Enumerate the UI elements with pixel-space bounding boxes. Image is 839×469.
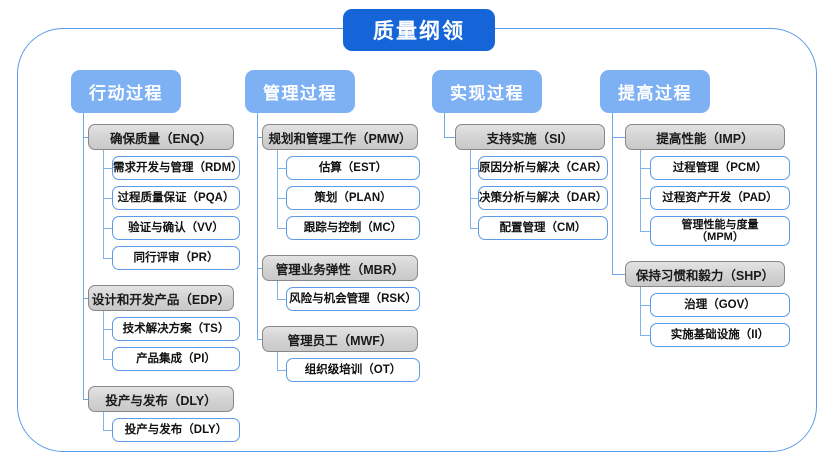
leaf-box-4-1-3[interactable]: 管理性能与度量（MPM）: [650, 216, 790, 246]
connector-column-spine-3: [444, 113, 445, 137]
connector-subspine-to-leaf: [103, 228, 112, 229]
connector-subspine-to-leaf: [640, 231, 650, 232]
connector-spine-to-group: [257, 268, 262, 269]
column-header-3[interactable]: 实现过程: [432, 70, 542, 113]
leaf-box-3-1-3[interactable]: 配置管理（CM）: [478, 216, 608, 240]
connector-column-spine-1: [83, 113, 84, 399]
leaf-box-2-2-1[interactable]: 风险与机会管理（RSK）: [286, 287, 420, 311]
connector-subspine-to-leaf: [277, 299, 286, 300]
leaf-box-4-1-1[interactable]: 过程管理（PCM）: [650, 156, 790, 180]
leaf-box-3-1-2[interactable]: 决策分析与解决（DAR）: [478, 186, 608, 210]
column-header-4[interactable]: 提高过程: [600, 70, 710, 113]
diagram-root-title: 质量纲领: [343, 9, 495, 51]
connector-subspine-to-leaf: [103, 258, 112, 259]
leaf-box-2-1-3[interactable]: 跟踪与控制（MC）: [286, 216, 420, 240]
group-box-2-2[interactable]: 管理业务弹性（MBR）: [262, 255, 418, 281]
connector-spine-to-group: [444, 137, 455, 138]
connector-subspine-to-leaf: [277, 370, 286, 371]
connector-group-subspine: [277, 352, 278, 370]
connector-column-spine-2: [257, 113, 258, 339]
connector-group-subspine: [103, 412, 104, 430]
leaf-box-1-2-1[interactable]: 技术解决方案（TS）: [112, 317, 240, 341]
connector-spine-to-group: [83, 137, 88, 138]
connector-subspine-to-leaf: [470, 198, 478, 199]
connector-group-subspine: [103, 150, 104, 258]
connector-spine-to-group: [257, 339, 262, 340]
connector-subspine-to-leaf: [103, 359, 112, 360]
group-box-4-1[interactable]: 提高性能（IMP）: [625, 124, 785, 150]
leaf-box-1-1-2[interactable]: 过程质量保证（PQA）: [112, 186, 240, 210]
leaf-box-4-1-2[interactable]: 过程资产开发（PAD）: [650, 186, 790, 210]
connector-spine-to-group: [612, 274, 625, 275]
column-header-1[interactable]: 行动过程: [71, 70, 181, 113]
connector-group-subspine: [103, 311, 104, 359]
connector-subspine-to-leaf: [470, 228, 478, 229]
leaf-box-3-1-1[interactable]: 原因分析与解决（CAR）: [478, 156, 608, 180]
group-box-2-3[interactable]: 管理员工（MWF）: [262, 326, 418, 352]
connector-group-subspine: [277, 150, 278, 228]
connector-subspine-to-leaf: [103, 168, 112, 169]
connector-subspine-to-leaf: [103, 329, 112, 330]
leaf-box-1-1-4[interactable]: 同行评审（PR）: [112, 246, 240, 270]
connector-spine-to-group: [257, 137, 262, 138]
connector-group-subspine: [470, 150, 471, 228]
connector-subspine-to-leaf: [640, 335, 650, 336]
leaf-box-1-1-1[interactable]: 需求开发与管理（RDM）: [112, 156, 243, 180]
leaf-box-1-2-2[interactable]: 产品集成（PI）: [112, 347, 240, 371]
connector-subspine-to-leaf: [277, 168, 286, 169]
connector-subspine-to-leaf: [640, 168, 650, 169]
connector-spine-to-group: [612, 137, 625, 138]
connector-spine-to-group: [83, 298, 88, 299]
connector-group-subspine: [277, 281, 278, 299]
column-header-2[interactable]: 管理过程: [245, 70, 355, 113]
group-box-2-1[interactable]: 规划和管理工作（PMW）: [262, 124, 418, 150]
connector-subspine-to-leaf: [277, 198, 286, 199]
leaf-box-4-2-2[interactable]: 实施基础设施（II）: [650, 323, 790, 347]
connector-group-subspine: [640, 287, 641, 335]
leaf-box-1-3-1[interactable]: 投产与发布（DLY）: [112, 418, 240, 442]
connector-subspine-to-leaf: [103, 430, 112, 431]
connector-subspine-to-leaf: [470, 168, 478, 169]
connector-subspine-to-leaf: [640, 198, 650, 199]
group-box-1-2[interactable]: 设计和开发产品（EDP）: [88, 285, 234, 311]
group-box-1-3[interactable]: 投产与发布（DLY）: [88, 386, 234, 412]
group-box-3-1[interactable]: 支持实施（SI）: [455, 124, 605, 150]
connector-column-spine-4: [612, 113, 613, 274]
leaf-box-2-3-1[interactable]: 组织级培训（OT）: [286, 358, 420, 382]
connector-subspine-to-leaf: [103, 198, 112, 199]
group-box-4-2[interactable]: 保持习惯和毅力（SHP）: [625, 261, 785, 287]
connector-group-subspine: [640, 150, 641, 231]
group-box-1-1[interactable]: 确保质量（ENQ）: [88, 124, 234, 150]
leaf-box-1-1-3[interactable]: 验证与确认（VV）: [112, 216, 240, 240]
leaf-box-4-2-1[interactable]: 治理（GOV）: [650, 293, 790, 317]
connector-subspine-to-leaf: [640, 305, 650, 306]
connector-subspine-to-leaf: [277, 228, 286, 229]
connector-spine-to-group: [83, 399, 88, 400]
leaf-box-2-1-2[interactable]: 策划（PLAN）: [286, 186, 420, 210]
leaf-box-2-1-1[interactable]: 估算（EST）: [286, 156, 420, 180]
